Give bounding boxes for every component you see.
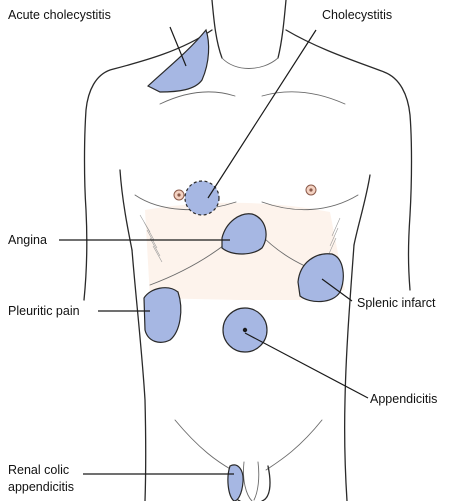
neck-outline bbox=[212, 0, 222, 58]
label-renal-colic-appendicitis: appendicitis bbox=[8, 480, 74, 495]
torso-left-side bbox=[132, 250, 146, 501]
label-pleuritic-pain: Pleuritic pain bbox=[8, 304, 80, 319]
neck-muscle-line bbox=[222, 58, 278, 69]
umbilicus bbox=[243, 328, 247, 332]
area-cholecystitis bbox=[185, 181, 219, 215]
label-cholecystitis: Cholecystitis bbox=[322, 8, 392, 23]
groin-left bbox=[175, 420, 232, 470]
genital-shaft bbox=[243, 462, 258, 501]
left-arm-inner bbox=[120, 170, 132, 250]
groin-right bbox=[266, 420, 322, 470]
label-renal-colic: Renal colic bbox=[8, 463, 69, 478]
label-splenic-infarct: Splenic infarct bbox=[357, 296, 436, 311]
leader-appendicitis bbox=[245, 333, 368, 398]
label-appendicitis: Appendicitis bbox=[370, 392, 437, 407]
leader-cholecystitis bbox=[208, 30, 316, 198]
clavicle-left bbox=[160, 92, 235, 104]
right-arm-inner bbox=[354, 175, 370, 245]
label-acute-cholecystitis: Acute cholecystitis bbox=[8, 8, 111, 23]
area-renal-colic bbox=[228, 465, 243, 501]
area-pleuritic-pain bbox=[144, 288, 181, 343]
label-angina: Angina bbox=[8, 233, 47, 248]
left-nipple-center bbox=[177, 193, 180, 196]
neck-outline-right bbox=[278, 0, 286, 58]
area-acute-cholecystitis bbox=[148, 30, 209, 92]
right-nipple-center bbox=[309, 188, 312, 191]
torso-right-side bbox=[345, 245, 354, 501]
